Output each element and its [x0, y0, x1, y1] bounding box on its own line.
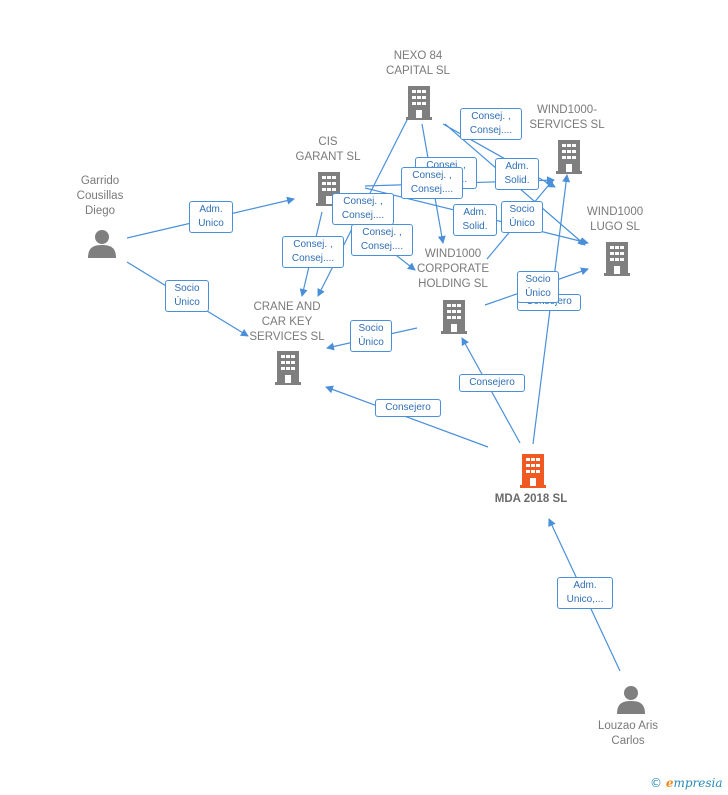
edge-label[interactable]: Consejero — [375, 399, 441, 417]
building-icon — [441, 300, 467, 334]
node-label-louzao[interactable]: Louzao Aris Carlos — [597, 720, 659, 747]
node-label-nexo[interactable]: NEXO 84 CAPITAL SL — [386, 50, 450, 77]
node-label-wind-corp[interactable]: WIND1000 CORPORATE HOLDING SL — [417, 248, 489, 290]
edge-label[interactable]: Consejero — [459, 374, 525, 392]
brand-name: mpresia — [673, 776, 723, 790]
edge-label[interactable]: Socio Único — [165, 280, 209, 312]
copyright-icon: © — [650, 776, 662, 790]
edge-label[interactable]: Adm. Solid. — [495, 158, 539, 190]
edge-label[interactable]: Consej. , Consej.... — [332, 193, 394, 225]
node-label-mda[interactable]: MDA 2018 SL — [494, 493, 568, 505]
building-icon — [406, 86, 432, 120]
brand-initial: e — [665, 776, 674, 790]
building-icon — [556, 140, 582, 174]
edge-label[interactable]: Consej. , Consej.... — [282, 236, 344, 268]
edge-label[interactable]: Consej. , Consej.... — [351, 224, 413, 256]
node-label-wind-lugo[interactable]: WIND1000 LUGO SL — [586, 206, 644, 233]
building-icon — [520, 454, 546, 488]
brand-logo: © empresia — [650, 776, 723, 790]
edge-label[interactable]: Socio Único — [517, 271, 559, 303]
building-icon — [604, 242, 630, 276]
edge-label[interactable]: Consej. , Consej.... — [401, 167, 463, 199]
node-label-crane[interactable]: CRANE AND CAR KEY SERVICES SL — [249, 301, 325, 343]
node-label-wind-services[interactable]: WIND1000- SERVICES SL — [529, 104, 605, 131]
edge-label[interactable]: Adm. Unico,... — [557, 577, 613, 609]
person-icon — [617, 686, 645, 714]
edge-label[interactable]: Consej. , Consej.... — [460, 108, 522, 140]
node-label-garrido[interactable]: Garrido Cousillas Diego — [76, 175, 124, 217]
edge-label[interactable]: Socio Único — [350, 320, 392, 352]
edge-label[interactable]: Adm. Solid. — [453, 204, 497, 236]
node-label-cis[interactable]: CIS GARANT SL — [295, 136, 361, 163]
edge-label[interactable]: Socio Único — [501, 201, 543, 233]
edge-mda-crane — [325, 385, 489, 448]
edge-label[interactable]: Adm. Unico — [189, 201, 233, 233]
person-icon — [88, 230, 116, 258]
building-icon — [275, 351, 301, 385]
